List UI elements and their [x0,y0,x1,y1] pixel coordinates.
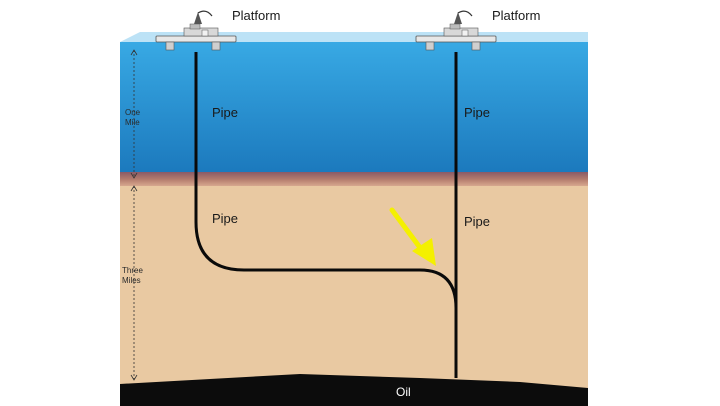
scale-three-line2: Miles [122,276,141,285]
platform-right-icon [415,10,497,51]
platform-left-label: Platform [232,8,280,23]
pipe-water-right-label: Pipe [464,105,490,120]
depth-scale [130,49,138,381]
scale-three-line1: Three [122,266,143,275]
oil-reservoir [120,374,588,406]
oil-label: Oil [396,385,411,399]
scale-one-line2: Mile [125,118,140,127]
pipe-ground-right-label: Pipe [464,214,490,229]
sediment-layer [120,186,588,398]
seabed-layer [120,172,588,186]
pipe-left [194,52,458,378]
platform-right-label: Platform [492,8,540,23]
ocean-layer [120,42,588,176]
scale-one-line1: One [125,108,141,117]
pipe-water-left-label: Pipe [212,105,238,120]
yellow-arrow-icon [389,207,436,266]
platform-left-icon [155,10,237,51]
pipe-ground-left-label: Pipe [212,211,238,226]
